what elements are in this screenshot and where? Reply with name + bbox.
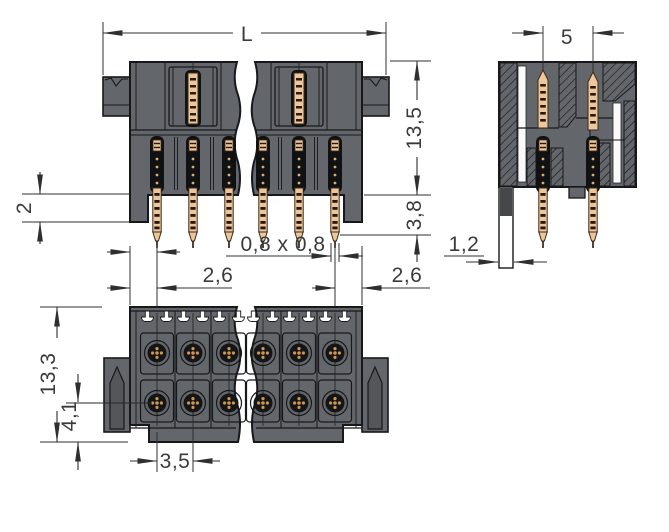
dim-label-3-8: 3,8 [403,200,426,231]
dim-pin-cross-section: 0,8 x 0,8 [226,233,363,262]
dim-edge-to-pin-right: 2,6 [312,246,430,312]
lower-pin [585,135,601,249]
dim-label-L: L [241,23,253,46]
dim-label-13-3: 13,3 [37,353,60,396]
dim-label-2: 2 [13,202,36,214]
dim-label-0-8x0-8: 0,8 x 0,8 [240,233,325,256]
standoff-foot [568,186,586,199]
dim-total-length: L [102,22,387,75]
dim-solder-leg-width: 1,2 [444,233,547,265]
dim-second-row-offset: 4,1 [58,374,81,470]
dim-label-1-2: 1,2 [449,233,480,256]
dim-label-2-6-left: 2,6 [203,264,234,287]
dim-pin-length: 3,8 [340,200,431,262]
dim-base-offset: 2 [13,172,129,244]
dim-edge-to-pin-left: 2,6 [107,246,233,312]
dim-label-5: 5 [561,26,573,49]
dim-bottom-height: 13,3 [37,306,128,443]
bottom-view: 13,3 4,1 3,5 [37,307,388,473]
dim-pin-pitch: 3,5 [130,432,220,473]
dim-housing-height: 13,5 [364,60,431,196]
dim-label-4-1: 4,1 [58,401,81,432]
lower-pin [535,135,551,249]
dim-row-spacing: 5 [512,26,624,49]
solder-leg [498,186,514,269]
dim-label-13-5: 13,5 [403,107,426,150]
front-view: L 13,5 3,8 2 0,8 x 0,8 [13,22,431,312]
side-view: 5 1,2 [444,26,637,269]
dim-label-2-6-right: 2,6 [392,264,423,287]
section-hatching [499,62,636,187]
dim-label-3-5: 3,5 [160,450,191,473]
